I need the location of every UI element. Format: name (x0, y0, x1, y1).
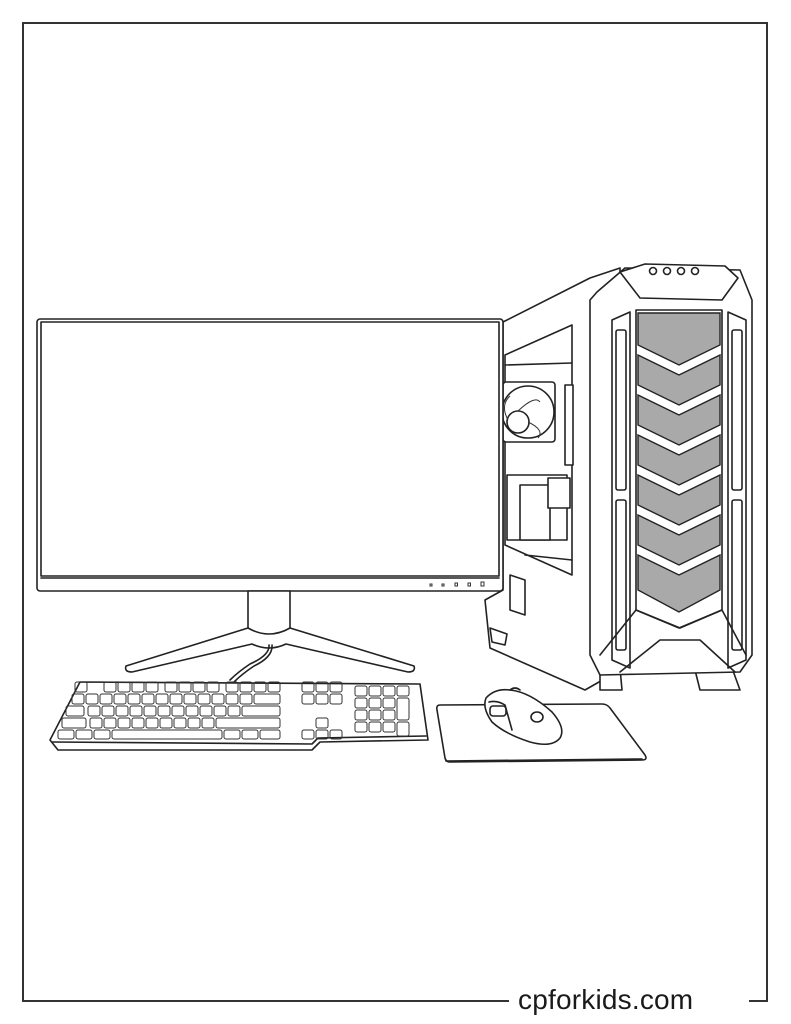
pc-tower-drawing (484, 263, 753, 691)
watermark-text: cpforkids.com (518, 984, 694, 1015)
page-frame-top (22, 22, 767, 24)
page-frame-right (766, 22, 768, 1001)
tower-top-buttons (648, 266, 700, 276)
page-frame-bottom-left (22, 1000, 509, 1002)
monitor-buttons (429, 581, 485, 587)
mouse-drawing (484, 687, 563, 746)
page-frame-left (22, 22, 24, 1001)
monitor-drawing (36, 318, 504, 683)
tower-chevrons (637, 312, 721, 613)
page-frame-bottom-right (749, 1000, 768, 1002)
keyboard-drawing (49, 681, 429, 751)
